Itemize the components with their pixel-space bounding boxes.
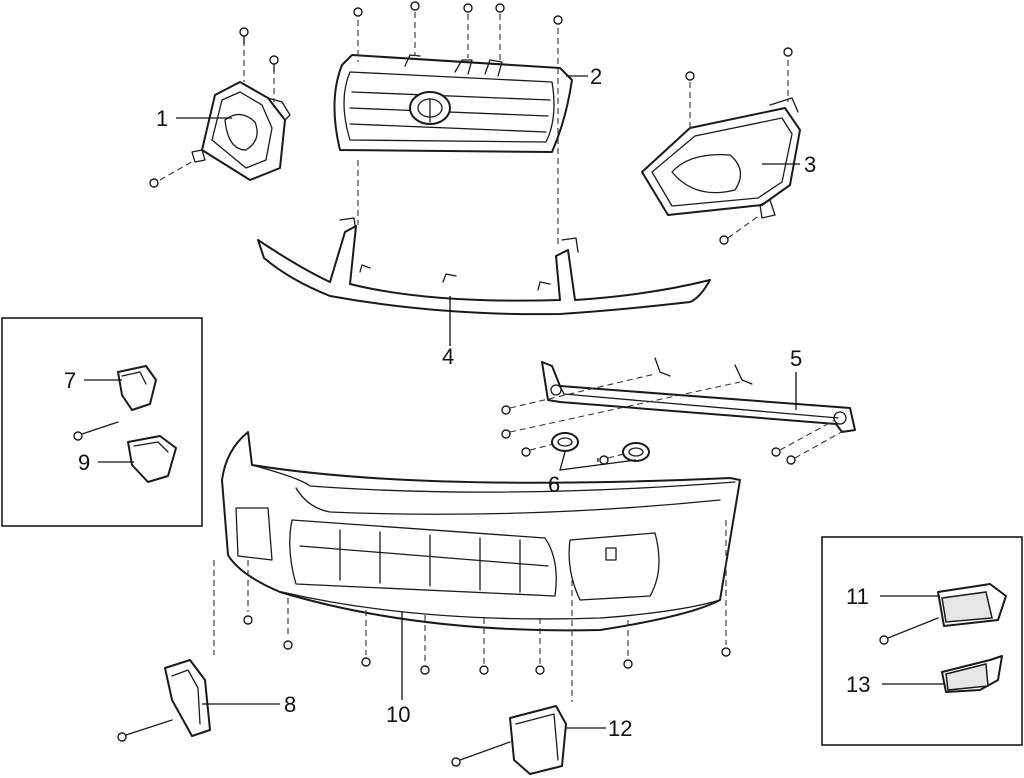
callout-10: 10: [386, 702, 410, 727]
radiator-grille: [333, 54, 573, 153]
bumper-cover-bolts: [213, 520, 731, 702]
callout-5: 5: [790, 346, 802, 371]
callout-8: 8: [284, 692, 296, 717]
upper-bumper-support: [257, 217, 711, 316]
grille-bolts: [353, 1, 563, 245]
left-headlight: [191, 81, 291, 181]
beam-bolts: [501, 373, 846, 465]
right-fog-light: [451, 705, 567, 775]
right-headlight-bolts: [685, 47, 793, 245]
callout-13: 13: [846, 672, 870, 697]
front-bumper-cover: [221, 431, 741, 632]
callout-6: 6: [548, 472, 560, 497]
left-headlight-bolts: [149, 27, 279, 188]
callout-2: 2: [590, 64, 602, 89]
fog-light-right-inset: [879, 583, 1007, 693]
callout-1: 1: [156, 106, 168, 131]
callout-4: 4: [442, 344, 454, 369]
inset-frame-left: [1, 317, 203, 527]
callout-12: 12: [608, 716, 632, 741]
callout-11: 11: [846, 584, 869, 609]
left-fog-light: [117, 659, 211, 742]
bumper-clips: [551, 432, 650, 471]
callout-3: 3: [804, 152, 816, 177]
right-headlight: [641, 97, 801, 219]
callout-9: 9: [78, 450, 90, 475]
inset-frame-right: [821, 536, 1023, 746]
callout-7: 7: [64, 368, 76, 393]
callout-leaders: [84, 75, 944, 729]
fog-light-left-inset: [73, 365, 177, 483]
bumper-reinforcement-beam: [541, 357, 856, 433]
